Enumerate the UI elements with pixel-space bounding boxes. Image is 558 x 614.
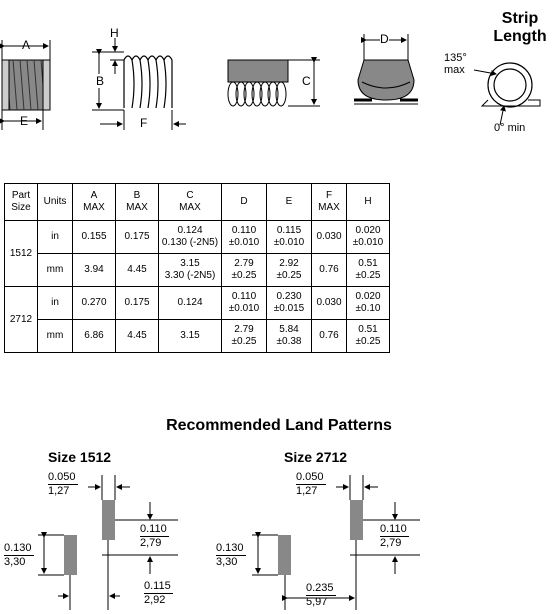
coil-drawings — [0, 34, 541, 130]
lp1512-pad-dim: 0.110 2,79 — [140, 523, 169, 550]
lp2712-pad-mm: 2,79 — [380, 537, 402, 549]
size-1512-label: Size 1512 — [48, 449, 112, 465]
dim-f-label: F — [140, 116, 148, 130]
dim-d-label: D — [380, 32, 389, 46]
cell-h: 0.51±0.25 — [346, 319, 390, 353]
land-pattern-1512 — [38, 475, 178, 610]
lp1512-width-in: 0.050 — [48, 471, 78, 485]
dim-c-label: C — [302, 74, 311, 88]
lp1512-pad-mm: 2,79 — [140, 537, 162, 549]
cell-b: 0.175 — [115, 286, 159, 320]
lp2712-spacing-dim: 0.235 5,97 — [306, 582, 336, 609]
cell-h: 0.020±0.010 — [346, 220, 390, 254]
size-2712-label: Size 2712 — [284, 449, 348, 465]
land-pattern-2712 — [252, 475, 420, 610]
cell-a: 6.86 — [72, 319, 116, 353]
lp2712-height-in: 0.130 — [216, 542, 246, 556]
cell-units: mm — [37, 253, 73, 287]
cell-part-size: 1512 — [4, 220, 38, 287]
coil-side-view — [92, 38, 186, 130]
lp2712-spacing-mm: 5,97 — [306, 596, 328, 608]
lp1512-height-in: 0.130 — [4, 542, 34, 556]
strip-title-line1: Strip — [501, 10, 539, 27]
lp2712-height-dim: 0.130 3,30 — [216, 542, 246, 569]
cell-d: 2.79±0.25 — [221, 319, 267, 353]
header-part-size-2: Size — [11, 202, 31, 213]
cell-c: 0.124 — [158, 286, 222, 320]
strip-title-line2: Length — [493, 28, 547, 45]
angle-135-label: 135° max — [444, 52, 467, 76]
dim-a-label: A — [22, 38, 31, 52]
land-patterns-title: Recommended Land Patterns — [166, 417, 392, 434]
cell-e: 2.92±0.25 — [266, 253, 312, 287]
dim-e-label: E — [20, 114, 29, 128]
lp2712-height-mm: 3,30 — [216, 556, 238, 568]
lp1512-spacing-in: 0.115 — [144, 580, 173, 594]
cell-e: 0.115±0.010 — [266, 220, 312, 254]
angle-135-sub: max — [444, 64, 465, 76]
dim-b-label: B — [96, 74, 105, 88]
dim-h-label: H — [110, 26, 119, 40]
lp2712-width-in: 0.050 — [296, 471, 326, 485]
header-units: Units — [37, 183, 73, 221]
cell-b: 4.45 — [115, 319, 159, 353]
lp2712-width-mm: 1,27 — [296, 485, 318, 497]
cell-h: 0.020±0.10 — [346, 286, 390, 320]
lp1512-spacing-mm: 2,92 — [144, 594, 166, 606]
cell-c: 3.15 — [158, 319, 222, 353]
cell-d: 0.110±0.010 — [221, 286, 267, 320]
coil-top-view — [227, 57, 320, 107]
header-part-size-1: Part — [11, 190, 31, 201]
strip-length-title: Strip Length — [480, 10, 558, 46]
lp1512-height-dim: 0.130 3,30 — [4, 542, 34, 569]
strip-length-diagram — [473, 62, 541, 126]
lp2712-width-dim: 0.050 1,27 — [296, 471, 326, 498]
lp1512-spacing-dim: 0.115 2,92 — [144, 580, 173, 607]
angle-0-label: 0° min — [494, 122, 526, 134]
coil-front-view — [0, 40, 51, 130]
cell-f: 0.76 — [311, 253, 347, 287]
angle-135-value: 135° — [444, 52, 467, 64]
lp2712-pad-in: 0.110 — [380, 523, 409, 537]
lp1512-width-dim: 0.050 1,27 — [48, 471, 78, 498]
lp1512-height-mm: 3,30 — [4, 556, 26, 568]
lp2712-pad-dim: 0.110 2,79 — [380, 523, 409, 550]
cell-a: 0.270 — [72, 286, 116, 320]
lp2712-spacing-in: 0.235 — [306, 582, 336, 596]
cell-units: mm — [37, 319, 73, 353]
lp1512-pad-in: 0.110 — [140, 523, 169, 537]
cell-e: 5.84±0.38 — [266, 319, 312, 353]
cell-e: 0.230±0.015 — [266, 286, 312, 320]
cell-b: 4.45 — [115, 253, 159, 287]
coil-end-view — [354, 34, 418, 105]
lp1512-width-mm: 1,27 — [48, 485, 70, 497]
